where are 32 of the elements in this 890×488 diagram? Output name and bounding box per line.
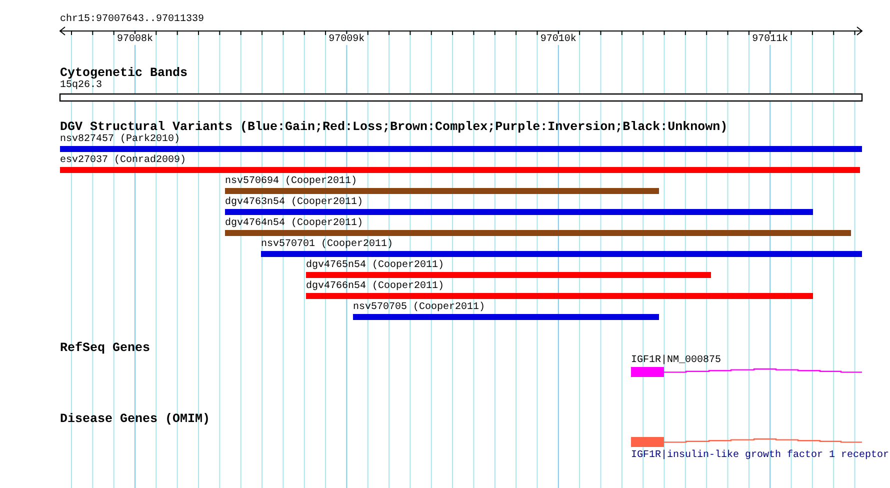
track-title: Disease Genes (OMIM): [60, 413, 210, 426]
region-label: chr15:97007643..97011339: [60, 14, 204, 25]
variant-feature: [225, 197, 813, 215]
variant-feature: [60, 134, 862, 152]
variant-feature: [306, 260, 711, 278]
gene-feature: [631, 437, 887, 460]
variant-feature: [353, 302, 659, 320]
gene-feature: [631, 355, 862, 378]
variant-feature: [306, 281, 813, 299]
tick-label: 97011k: [752, 34, 788, 45]
feature-label: dgv4765n54 (Cooper2011): [306, 260, 444, 271]
variant-feature: [225, 218, 851, 236]
gene-label: IGF1R|insulin-like growth factor 1 receptor: [631, 450, 890, 461]
variant-feature: [261, 239, 862, 257]
feature-label: nsv570694 (Cooper2011): [225, 176, 358, 187]
feature-label: dgv4764n54 (Cooper2011): [225, 218, 364, 229]
tick-label: 97009k: [328, 34, 365, 45]
tick-label: 97010k: [540, 34, 576, 45]
track-title: DGV Structural Variants (Blue:Gain;Red:Loss;Brown:Complex;Purple:Inversion;Black:Unknown): [60, 121, 728, 134]
variant-feature: [60, 155, 860, 173]
gene-label: IGF1R|NM_000875: [631, 355, 722, 366]
tick-label: 97008k: [117, 34, 153, 45]
feature-label: nsv570705 (Cooper2011): [353, 302, 486, 313]
feature-label: dgv4763n54 (Cooper2011): [225, 197, 364, 208]
feature-label: nsv570701 (Cooper2011): [261, 239, 394, 250]
variant-feature: [225, 176, 659, 194]
track-title: RefSeq Genes: [60, 342, 150, 355]
track-title: Cytogenetic Bands: [60, 67, 188, 80]
band-label: 15q26.3: [60, 80, 102, 91]
feature-label: esv27037 (Conrad2009): [60, 155, 186, 166]
feature-label: dgv4766n54 (Cooper2011): [306, 281, 444, 292]
feature-label: nsv827457 (Park2010): [60, 134, 180, 145]
